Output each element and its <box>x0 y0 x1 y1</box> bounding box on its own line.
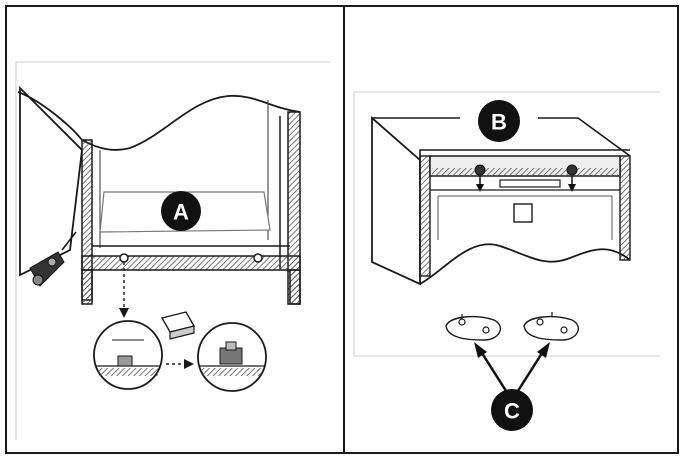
latch-tab <box>513 203 533 223</box>
lower-cut-edge <box>419 243 631 285</box>
rail-screw-right <box>253 253 263 263</box>
right-panel: B C <box>353 91 660 431</box>
top-screw-left <box>474 164 486 192</box>
cabinet-side-panel <box>19 85 83 277</box>
cut-edge <box>17 91 301 151</box>
callout-a-label: A <box>173 200 189 225</box>
loose-bracket-right <box>523 312 580 341</box>
detail-circle-after <box>197 322 267 392</box>
callout-c-label: C <box>504 399 520 424</box>
callout-c: C <box>491 389 533 431</box>
rail-screw-left <box>119 253 129 263</box>
detail-circle-before <box>93 320 163 390</box>
left-panel: A <box>15 61 330 440</box>
outer-border <box>5 5 679 454</box>
bottom-rail <box>81 255 301 271</box>
callout-b: B <box>478 100 520 142</box>
appliance-side-panel <box>371 116 421 286</box>
loose-bracket-left <box>445 314 502 341</box>
callout-c-arrows <box>474 342 550 395</box>
top-screw-right <box>566 164 578 192</box>
callout-a: A <box>161 191 201 231</box>
hinge-bracket <box>29 231 77 287</box>
top-slot <box>499 179 561 188</box>
right-left-upright <box>419 155 431 277</box>
callout-b-label: B <box>491 110 507 135</box>
bracket-part <box>160 311 196 340</box>
right-right-upright <box>619 155 631 261</box>
